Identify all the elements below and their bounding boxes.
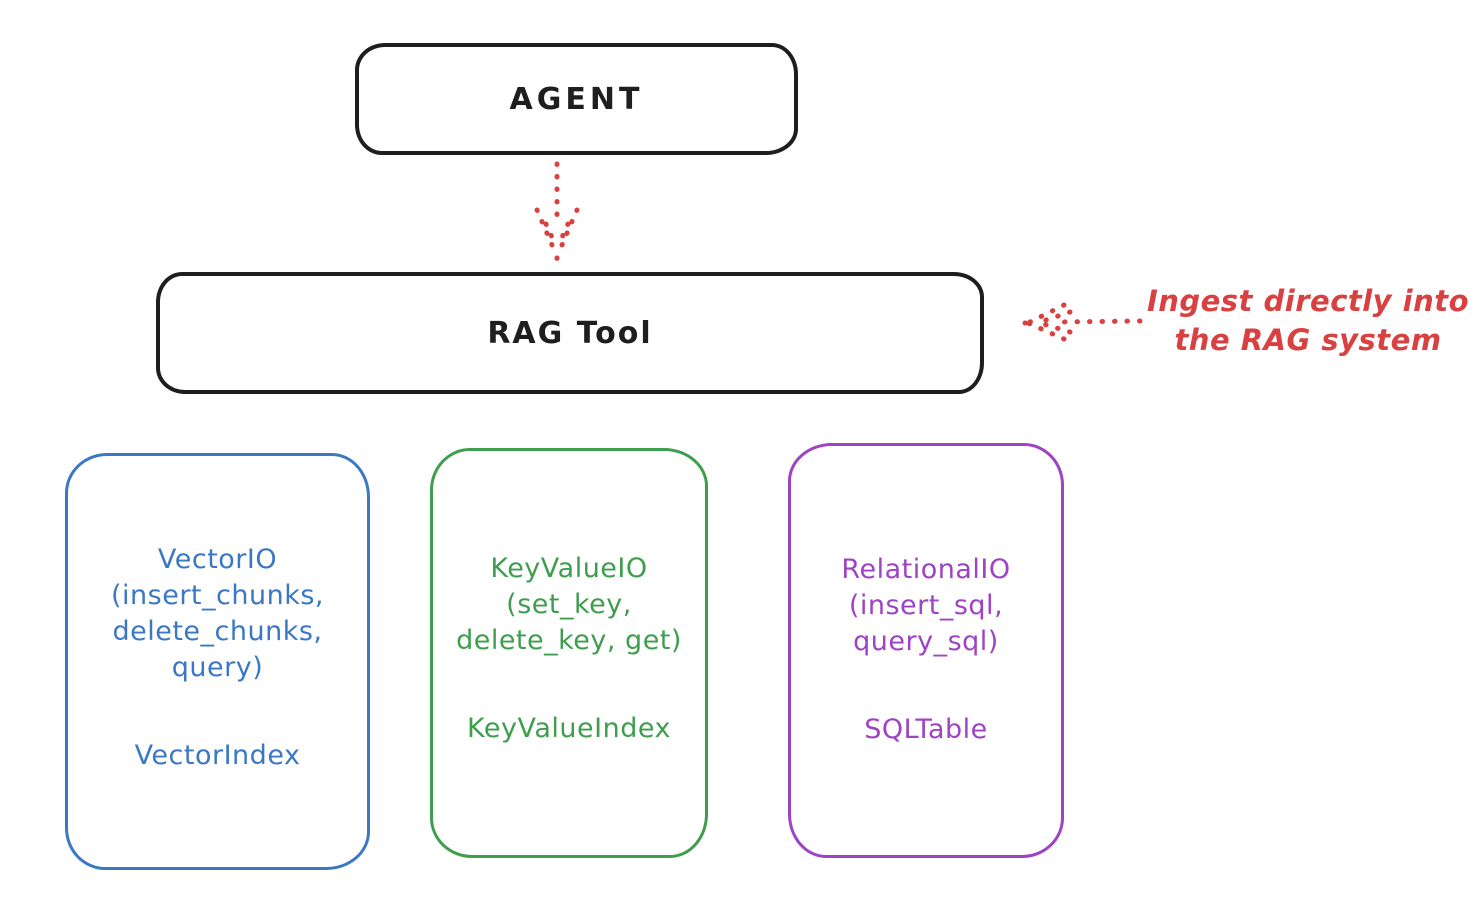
backend-box-relationalio: RelationalIO (insert_sql, query_sql) SQL…	[788, 443, 1064, 858]
relationalio-methods-text: RelationalIO (insert_sql, query_sql)	[841, 554, 1011, 657]
vectorio-index-label: VectorIndex	[134, 740, 301, 771]
backend-box-keyvalueio: KeyValueIO (set_key, delete_key, get) Ke…	[430, 448, 708, 858]
agent-label: AGENT	[509, 81, 644, 117]
keyvalueio-methods-text: KeyValueIO (set_key, delete_key, get)	[456, 553, 682, 656]
keyvalueio-index-label: KeyValueIndex	[467, 713, 671, 744]
annotation-ingest-note: Ingest directly into the RAG system	[1138, 282, 1478, 360]
rag-tool-box: RAG Tool	[156, 272, 984, 394]
relationalio-index-label: SQLTable	[864, 714, 988, 745]
agent-box: AGENT	[355, 43, 798, 155]
vectorio-methods-text: VectorIO (insert_chunks, delete_chunks, …	[111, 544, 324, 683]
arrow-agent-to-ragtool-icon	[512, 158, 602, 266]
arrow-annotation-to-ragtool-icon	[1008, 298, 1148, 348]
annotation-line-1: Ingest directly into	[1146, 284, 1470, 318]
backend-box-vectorio: VectorIO (insert_chunks, delete_chunks, …	[65, 453, 370, 870]
annotation-line-2: the RAG system	[1174, 323, 1442, 357]
rag-tool-label: RAG Tool	[487, 315, 653, 351]
